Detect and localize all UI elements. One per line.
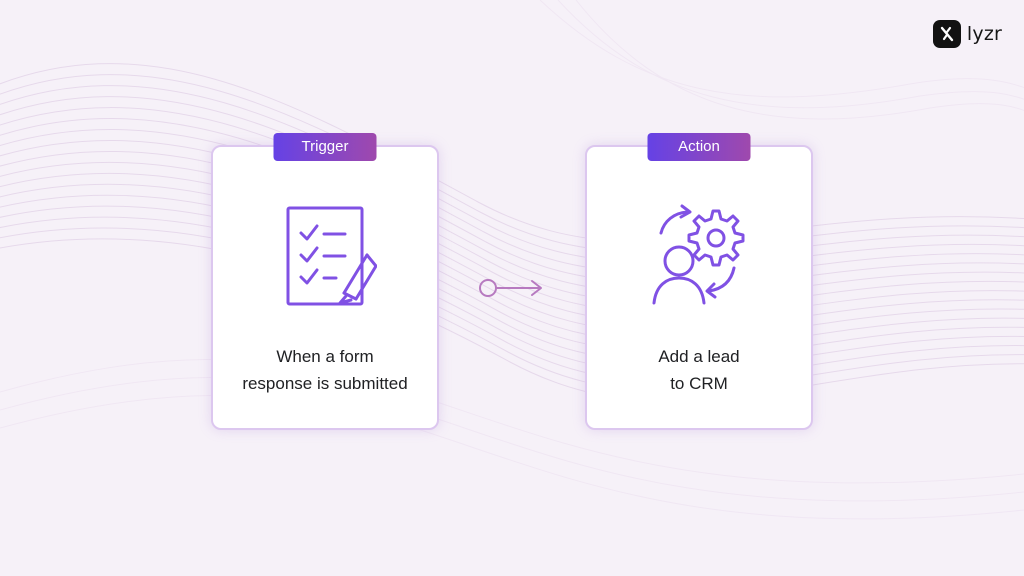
trigger-description-line-1: When a form xyxy=(276,347,374,366)
trigger-badge: Trigger xyxy=(273,133,377,161)
user-gear-sync-icon xyxy=(652,204,745,305)
form-checklist-pencil-icon xyxy=(286,206,377,306)
action-description-line-1: Add a lead xyxy=(658,347,740,366)
action-description-line-2: to CRM xyxy=(670,374,728,393)
trigger-description: When a form response is submitted xyxy=(213,343,437,397)
flow-connector-arrow-icon xyxy=(479,279,542,297)
trigger-card: Trigger When a form response is submitte… xyxy=(211,133,439,430)
action-description: Add a lead to CRM xyxy=(587,343,811,397)
logo-wordmark: lyzr xyxy=(966,23,1002,45)
action-card: Action Add a lead to CRM xyxy=(585,133,813,430)
lyzr-logo-icon xyxy=(932,20,961,48)
lyzr-logo: lyzr xyxy=(932,20,1002,48)
trigger-description-line-2: response is submitted xyxy=(242,374,408,393)
action-badge: Action xyxy=(647,133,751,161)
